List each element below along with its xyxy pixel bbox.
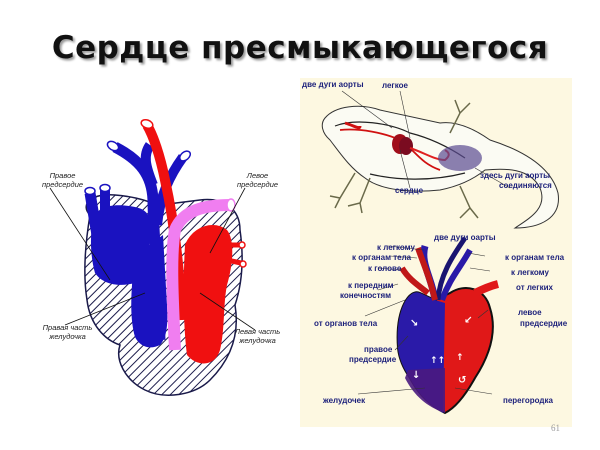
svg-text:↑↑: ↑↑: [430, 356, 445, 366]
label-left-atrium: Левое предсердие: [236, 171, 279, 189]
label-septum: перегородка: [503, 396, 553, 405]
label-to-lung-right: к легкому: [511, 268, 549, 277]
label-right-ventricle-part: Правая часть желудочка: [42, 323, 93, 341]
label-to-forelimbs-1: к передним: [348, 281, 394, 290]
label-arches-join-2: соединяются: [499, 181, 552, 190]
label-lung: легкое: [382, 81, 408, 90]
schematic-heart-diagram: Правое предсердие Левое предсердие Права…: [35, 105, 295, 405]
label-arches-join-1: здесь дуги аорты: [480, 171, 550, 180]
label-heart-two-aortic-arches: две дуги оарты: [434, 233, 496, 242]
label-to-body-left: к органам тела: [352, 253, 412, 262]
label-right-atrium-2: предсердие: [349, 355, 397, 364]
label-heart: сердце: [395, 186, 424, 195]
label-from-lungs: от легких: [516, 283, 553, 292]
svg-text:↓: ↓: [412, 370, 420, 381]
page-number: 61: [551, 423, 560, 433]
label-to-forelimbs-2: конечностям: [340, 291, 392, 300]
label-right-atrium-1: правое: [364, 345, 393, 354]
svg-text:↺: ↺: [458, 375, 466, 386]
svg-text:↙: ↙: [464, 315, 472, 326]
label-left-ventricle-part: Левая часть желудочка: [234, 327, 281, 345]
lizard-and-heart-panel: ↘ ↙ ↑↑ ↑ ↓ ↺ две дуги аорты легкое сердц…: [300, 78, 572, 427]
label-to-head: к голове: [368, 264, 402, 273]
label-left-atrium-2: предсердие: [520, 319, 568, 328]
label-to-body-right: к органам тела: [505, 253, 565, 262]
slide-title: Сердце пресмыкающегося: [51, 30, 549, 66]
schematic-heart-illustration: [49, 118, 256, 396]
svg-text:↑: ↑: [456, 353, 464, 363]
lizard-circulation-illustration: ↘ ↙ ↑↑ ↑ ↓ ↺: [321, 90, 559, 415]
label-from-body: от органов тела: [314, 319, 378, 328]
label-right-atrium: Правое предсердие: [41, 171, 84, 189]
label-left-atrium-1: левое: [518, 308, 542, 317]
label-ventricle: желудочек: [323, 396, 366, 405]
svg-text:↘: ↘: [410, 318, 418, 329]
label-to-lung-left: к легкому: [377, 243, 415, 252]
label-two-aortic-arches: две дуги аорты: [302, 80, 364, 89]
